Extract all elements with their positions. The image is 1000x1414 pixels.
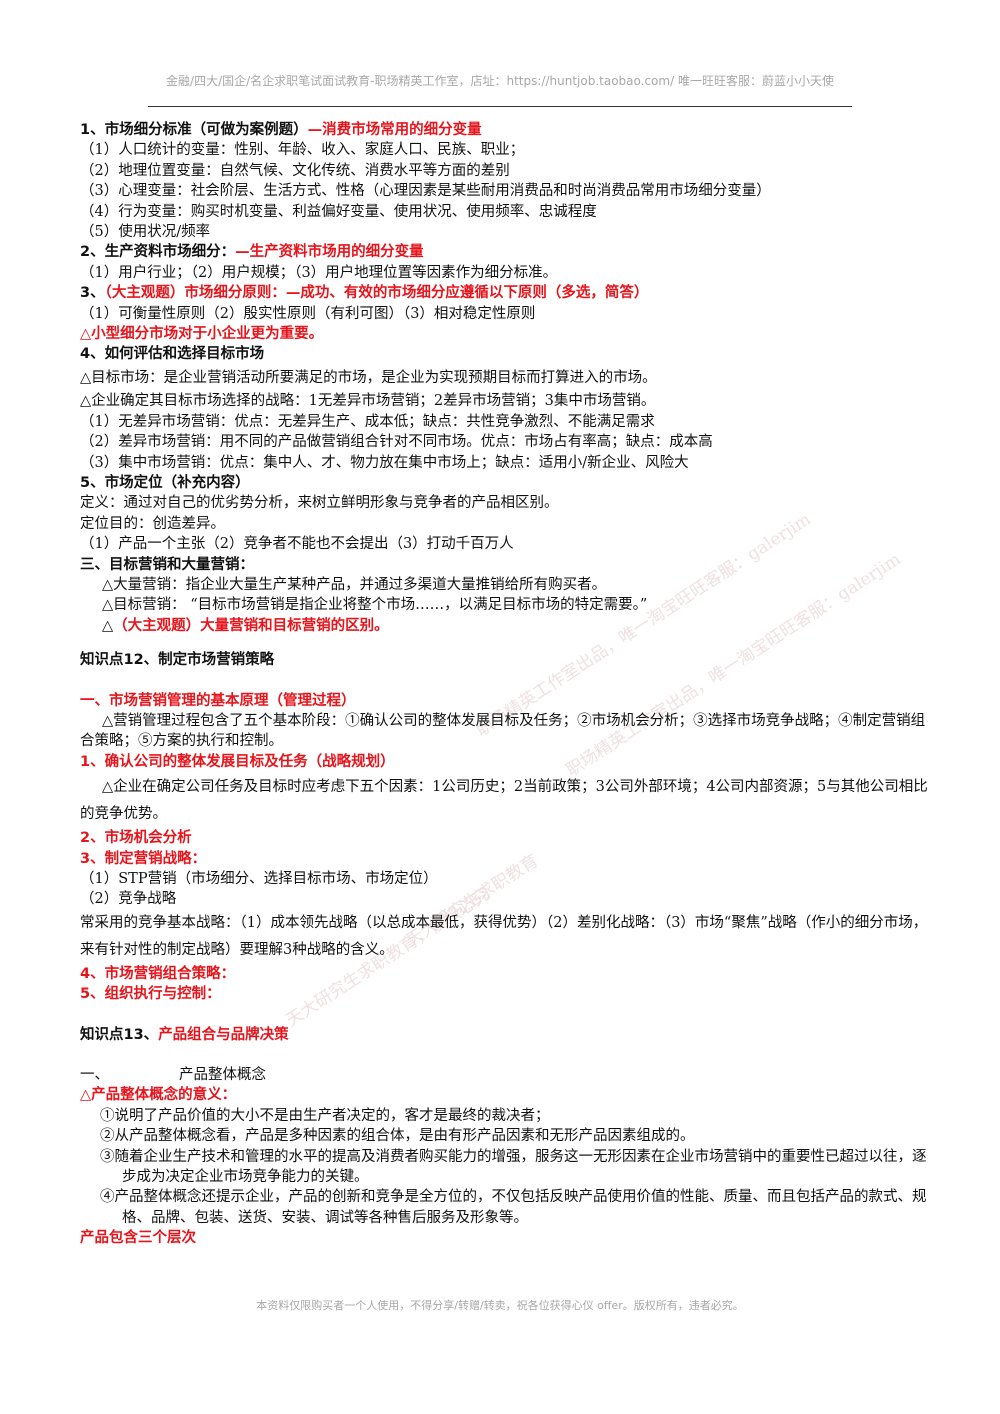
text-line: 定位目的：创造差异。 <box>80 515 225 532</box>
heading-concept-significance: △产品整体概念的意义： <box>80 1087 237 1104</box>
heading-market-positioning: 5、市场定位（补充内容） <box>80 474 250 491</box>
text-paragraph: △营销管理过程包含了五个基本阶段：①确认公司的整体发展目标及任务；②市场机会分析… <box>80 712 926 750</box>
text-paragraph: 常采用的竞争基本战略：（1）成本领先战略（以总成本最低，获得优势）（2）差别化战… <box>80 914 928 958</box>
heading-marketing-strategy: 3、制定营销战略： <box>80 850 207 867</box>
text-line: △目标营销： “目标市场营销是指企业将整个市场……，以满足目标市场的特定需要。” <box>102 597 648 614</box>
text-line: 定义：通过对自己的优劣势分析，来树立鲜明形象与竞争者的产品相区别。 <box>80 495 559 512</box>
text-paragraph: △企业在确定公司任务及目标时应考虑下五个因素：1公司历史；2当前政策；3公司外部… <box>80 779 928 823</box>
heading-strategic-planning: 1、确认公司的整体发展目标及任务（战略规划） <box>80 753 395 770</box>
page-header: 金融/四大/国企/名企求职笔试面试教育-职场精英工作室，店址：https://h… <box>166 74 834 88</box>
text-line: （3）集中市场营销：优点：集中人、才、物力放在集中市场上；缺点：适用小/新企业、… <box>80 454 689 471</box>
text-line: （1）无差异市场营销：优点：无差异生产、成本低；缺点：共性竞争激烈、不能满足需求 <box>80 413 655 430</box>
heading-segmentation-principles: 3、（大主观题）市场细分原则：—成功、有效的市场细分应遵循以下原则（多选，简答） <box>80 285 649 302</box>
heading-opportunity-analysis: 2、市场机会分析 <box>80 830 192 847</box>
heading-execution-control: 5、组织执行与控制： <box>80 986 221 1003</box>
text-paragraph: ③随着企业生产技术和管理的水平的提高及消费者购买能力的增强，服务这一无形因素在企… <box>100 1148 927 1186</box>
sub-heading-product-concept: 一、产品整体概念 <box>80 1067 266 1084</box>
text-line: （2）差异市场营销：用不同的产品做营销组合针对不同市场。优点：市场占有率高；缺点… <box>80 434 713 451</box>
text-line: （1）产品一个主张（2）竞争者不能也不会提出（3）打动千百万人 <box>80 536 514 553</box>
text-line: （2）地理位置变量：自然气候、文化传统、消费水平等方面的差别 <box>80 162 510 179</box>
highlight-line: △（大主观题）大量营销和目标营销的区别。 <box>102 617 389 634</box>
text-line: ①说明了产品价值的大小不是由生产者决定的，客才是最终的裁决者； <box>100 1107 550 1124</box>
text-line: ②从产品整体概念看，产品是多种因素的组合体，是由有形产品因素和无形产品因素组成的… <box>100 1128 695 1145</box>
text-line: △目标市场：是企业营销活动所要满足的市场，是企业为实现预期目标而打算进入的市场。 <box>80 369 657 386</box>
text-line: （4）行为变量：购买时机变量、利益偏好变量、使用状况、使用频率、忠诚程度 <box>80 203 597 220</box>
heading-production-segmentation: 2、生产资料市场细分：—生产资料市场用的细分变量 <box>80 244 424 261</box>
highlight-line: △小型细分市场对于小企业更为重要。 <box>80 326 324 343</box>
heading-segmentation-criteria: 1、市场细分标准（可做为案例题）—消费市场常用的细分变量 <box>80 122 482 138</box>
text-line: （3）心理变量：社会阶层、生活方式、性格（心理因素是某些耐用消费品和时尚消费品常… <box>80 183 771 200</box>
section-title-12: 知识点12、制定市场营销策略 <box>80 652 275 669</box>
text-line: （1）人口统计的变量：性别、年龄、收入、家庭人口、民族、职业； <box>80 142 525 159</box>
heading-target-market: 4、如何评估和选择目标市场 <box>80 346 265 363</box>
text-line: （1）STP营销（市场细分、选择目标市场、市场定位） <box>80 871 438 887</box>
heading-marketing-mix: 4、市场营销组合策略： <box>80 965 236 982</box>
text-line: （5）使用状况/频率 <box>80 224 211 241</box>
page-footer: 本资料仅限购买者一个人使用，不得分享/转赠/转卖，祝各位获得心仪 offer。版… <box>256 1299 744 1312</box>
text-paragraph: ④产品整体概念还提示企业，产品的创新和竞争是全方位的，不仅包括反映产品使用价值的… <box>100 1189 927 1226</box>
heading-management-principles: 一、市场营销管理的基本原理（管理过程） <box>80 692 356 709</box>
text-line: （1）可衡量性原则（2）殷实性原则（有利可图）（3）相对稳定性原则 <box>80 305 536 322</box>
section-title-13: 知识点13、产品组合与品牌决策 <box>80 1026 289 1043</box>
heading-target-vs-mass: 三、目标营销和大量营销： <box>80 556 254 573</box>
text-line: （1）用户行业；（2）用户规模；（3）用户地理位置等因素作为细分标准。 <box>80 264 558 281</box>
text-line: △大量营销：指企业大量生产某种产品，并通过多渠道大量推销给所有购买者。 <box>102 576 607 593</box>
text-line: （2）竞争战略 <box>80 891 177 908</box>
heading-three-levels: 产品包含三个层次 <box>80 1230 196 1247</box>
document-body: 1、市场细分标准（可做为案例题）—消费市场常用的细分变量 （1）人口统计的变量：… <box>80 120 928 1249</box>
text-line: △企业确定其目标市场选择的战略：1无差异市场营销；2差异市场营销；3集中市场营销… <box>80 393 656 410</box>
header-rule <box>148 106 852 107</box>
